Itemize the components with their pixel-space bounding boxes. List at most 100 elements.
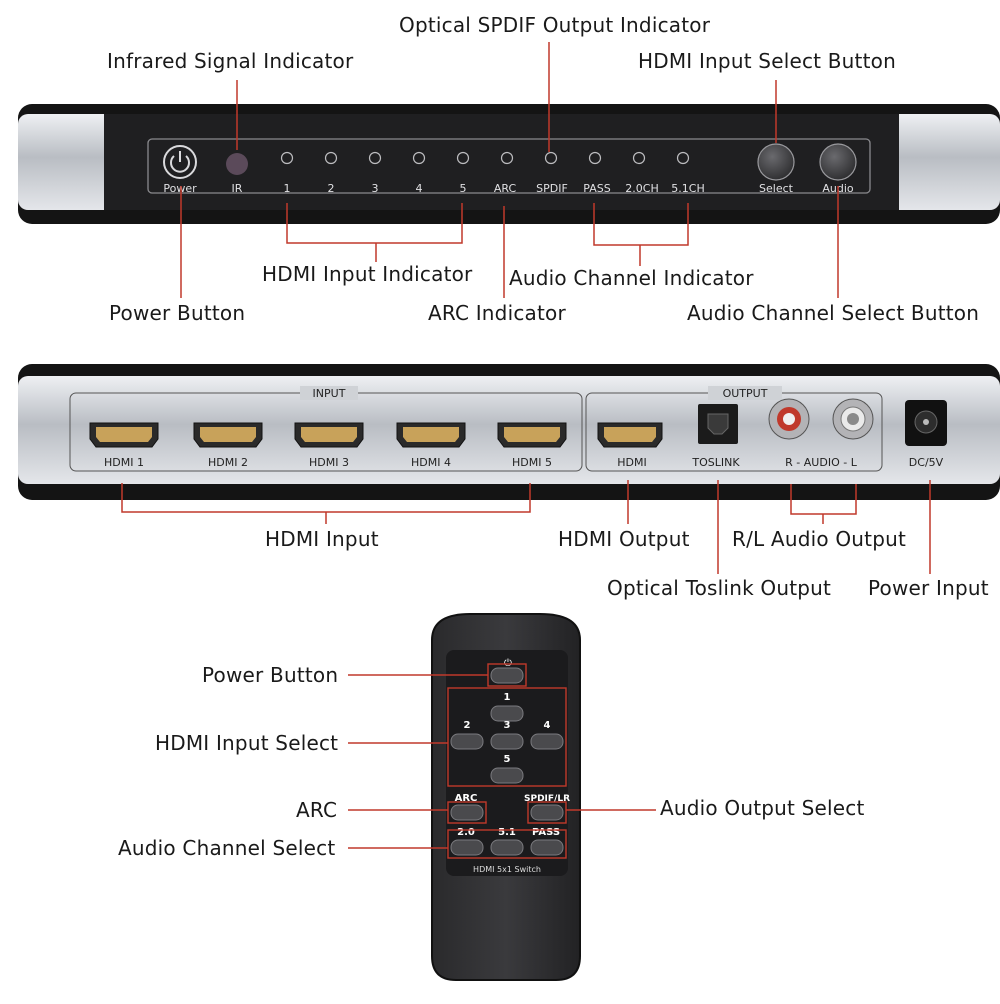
audio-rl-label: R - AUDIO - L xyxy=(785,456,858,469)
hdmi-input-label: HDMI 2 xyxy=(208,456,248,469)
led-label: ARC xyxy=(494,182,517,195)
remote-key-label: 3 xyxy=(504,720,511,731)
toslink-label: TOSLINK xyxy=(691,456,740,469)
callout-power-button: Power Button xyxy=(109,301,246,325)
callout-hdmi-output: HDMI Output xyxy=(558,527,690,551)
led-label: 5.1CH xyxy=(671,182,704,195)
remote-20-label: 2.0 xyxy=(457,827,475,838)
leader-hdmi-indicator xyxy=(286,203,463,244)
led-label: 2 xyxy=(328,182,335,195)
hdmi-input-label: HDMI 5 xyxy=(512,456,552,469)
output-group-label: OUTPUT xyxy=(723,387,768,400)
output-label-bg xyxy=(708,386,782,400)
remote-arc-button[interactable] xyxy=(450,804,484,821)
audio-button[interactable] xyxy=(819,143,857,181)
callout-hdmi-input: HDMI Input xyxy=(265,527,379,551)
led-spdif xyxy=(544,151,558,165)
callout-arc-indicator: ARC Indicator xyxy=(428,301,566,325)
input-group-label: INPUT xyxy=(313,387,346,400)
callout-remote-hdmi-input-select: HDMI Input Select xyxy=(155,731,339,755)
remote-20-button[interactable] xyxy=(450,839,484,856)
callout-audio-channel-indicator: Audio Channel Indicator xyxy=(509,266,754,290)
ir-sensor-icon xyxy=(226,153,248,175)
callout-power-input: Power Input xyxy=(868,576,989,600)
input-label-bg xyxy=(300,386,358,400)
dc-pin-icon xyxy=(923,419,929,425)
led-3 xyxy=(368,151,382,165)
remote-key-5-button[interactable] xyxy=(490,767,524,784)
callout-rl-audio-output: R/L Audio Output xyxy=(732,527,907,551)
callout-remote-power-button: Power Button xyxy=(202,663,339,687)
remote-key-2-button[interactable] xyxy=(450,733,484,750)
hdmi-input-label: HDMI 4 xyxy=(411,456,451,469)
ir-label: IR xyxy=(232,182,243,195)
led-label: 5 xyxy=(460,182,467,195)
led-label: 1 xyxy=(284,182,291,195)
remote-power-button[interactable] xyxy=(490,667,524,684)
remote-channel-highlight xyxy=(447,829,567,859)
rca-left-pin-icon xyxy=(847,413,859,425)
dc-label: DC/5V xyxy=(909,456,944,469)
leader-audio-channel xyxy=(593,203,689,246)
hdmi-input-label: HDMI 3 xyxy=(309,456,349,469)
hdmi-input-port xyxy=(294,422,364,448)
power-icon xyxy=(170,155,190,173)
remote-key-label: 1 xyxy=(504,692,511,703)
led-arc xyxy=(500,151,514,165)
hdmi-output-port xyxy=(597,422,663,448)
rca-right-pin-icon xyxy=(783,413,795,425)
remote-key-4-button[interactable] xyxy=(530,733,564,750)
led-label: 2.0CH xyxy=(625,182,658,195)
remote-arc-highlight xyxy=(447,801,487,824)
callout-hdmi-input-indicator: HDMI Input Indicator xyxy=(262,262,473,286)
led-51ch xyxy=(676,151,690,165)
hdmi-input-port xyxy=(396,422,466,448)
toslink-socket-icon xyxy=(707,413,729,435)
led-20ch xyxy=(632,151,646,165)
hdmi-input-port xyxy=(497,422,567,448)
remote-key-1-button[interactable] xyxy=(490,705,524,722)
remote-spdif-label: SPDIF/LR xyxy=(524,794,570,804)
callout-remote-arc: ARC xyxy=(296,798,338,822)
power-label: Power xyxy=(163,182,197,195)
remote-arc-label: ARC xyxy=(455,793,478,804)
front-control-frame xyxy=(147,138,871,194)
remote-51-button[interactable] xyxy=(490,839,524,856)
hdmi-input-ports: HDMI 1 HDMI 2 HDMI 3 HDMI 4 HDMI 5 xyxy=(89,422,567,469)
leader-lines xyxy=(121,42,931,849)
remote-pass-button[interactable] xyxy=(530,839,564,856)
power-button[interactable] xyxy=(163,145,197,179)
led-label: SPDIF xyxy=(536,182,568,195)
remote-input-highlight xyxy=(447,687,567,787)
remote-spdif-button[interactable] xyxy=(530,804,564,821)
remote-51-label: 5.1 xyxy=(498,827,516,838)
remote-key-label: 5 xyxy=(504,754,511,765)
remote-spdif-highlight xyxy=(527,801,567,824)
led-4 xyxy=(412,151,426,165)
select-button[interactable] xyxy=(757,143,795,181)
led-2 xyxy=(324,151,338,165)
callout-optical-toslink-output: Optical Toslink Output xyxy=(607,576,832,600)
led-label: 3 xyxy=(372,182,379,195)
led-5 xyxy=(456,151,470,165)
callout-infrared-indicator: Infrared Signal Indicator xyxy=(107,49,354,73)
led-label: 4 xyxy=(416,182,423,195)
callout-remote-audio-channel-select: Audio Channel Select xyxy=(118,836,336,860)
remote-pass-label: PASS xyxy=(532,827,560,838)
remote-model-label: HDMI 5x1 Switch xyxy=(473,865,541,874)
callout-audio-channel-select-button: Audio Channel Select Button xyxy=(687,301,980,325)
remote-key-3-button[interactable] xyxy=(490,733,524,750)
led-1 xyxy=(280,151,294,165)
led-pass xyxy=(588,151,602,165)
hdmi-input-port xyxy=(193,422,263,448)
callout-remote-audio-output-select: Audio Output Select xyxy=(660,796,865,820)
hdmi-input-label: HDMI 1 xyxy=(104,456,144,469)
remote-key-label: 2 xyxy=(464,720,471,731)
